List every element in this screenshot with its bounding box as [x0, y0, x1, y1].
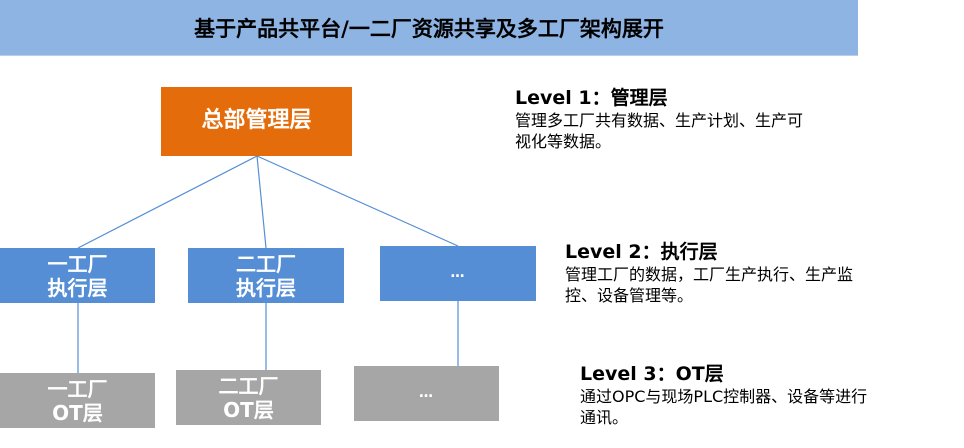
ot-box-line1: 一工厂	[47, 376, 108, 401]
ot-box-ellipsis: …	[419, 385, 434, 402]
level1-desc-line2: 视化等数据。	[515, 132, 612, 151]
exec-box-line1: 一工厂	[47, 251, 108, 276]
ot-box-line2: OT层	[52, 400, 103, 425]
level3-heading: Level 3：OT层	[580, 363, 724, 385]
hq-management-box: 总部管理层	[161, 87, 352, 156]
connector-hq-exec2	[256, 155, 267, 249]
ot-box-line2: OT层	[223, 397, 274, 422]
ot-box-factory2: 二工厂 OT层	[176, 370, 321, 425]
exec-box-factory1: 一工厂 执行层	[0, 248, 155, 303]
exec-box-factory2: 二工厂 执行层	[188, 248, 344, 303]
level3-desc-line2: 通讯。	[580, 408, 629, 427]
level2-desc-line1: 管理工厂的数据，工厂生产执行、生产监	[565, 265, 854, 284]
ot-box-factory1: 一工厂 OT层	[0, 373, 155, 428]
ot-box-line1: 二工厂	[218, 373, 279, 398]
hq-label: 总部管理层	[201, 108, 312, 134]
level1-desc-line1: 管理多工厂共有数据、生产计划、生产可	[515, 111, 804, 130]
exec-box-line1: 二工厂	[236, 251, 296, 276]
exec-box-ellipsis: …	[450, 265, 466, 282]
level2-heading: Level 2：执行层	[565, 241, 718, 263]
title-bar: 基于产品共平台/一二厂资源共享及多工厂架构展开	[0, 0, 858, 56]
level1-heading: Level 1：管理层	[515, 87, 668, 109]
exec-box-line2: 执行层	[236, 275, 296, 300]
exec-box-line2: 执行层	[47, 275, 108, 300]
level3-desc-line1: 通过OPC与现场PLC控制器、设备等进行	[580, 387, 868, 406]
level2-desc-line2: 控、设备管理等。	[565, 286, 694, 305]
connector-hq-exec3	[256, 155, 459, 247]
level1-description: Level 1：管理层 管理多工厂共有数据、生产计划、生产可 视化等数据。	[515, 86, 803, 152]
page-title: 基于产品共平台/一二厂资源共享及多工厂架构展开	[194, 16, 664, 41]
ot-box-more: …	[354, 366, 499, 421]
exec-box-more: …	[380, 246, 536, 301]
level3-description: Level 3：OT层 通过OPC与现场PLC控制器、设备等进行 通讯。	[580, 362, 867, 428]
connector-hq-exec1	[77, 155, 258, 249]
level2-description: Level 2：执行层 管理工厂的数据，工厂生产执行、生产监 控、设备管理等。	[565, 240, 853, 306]
